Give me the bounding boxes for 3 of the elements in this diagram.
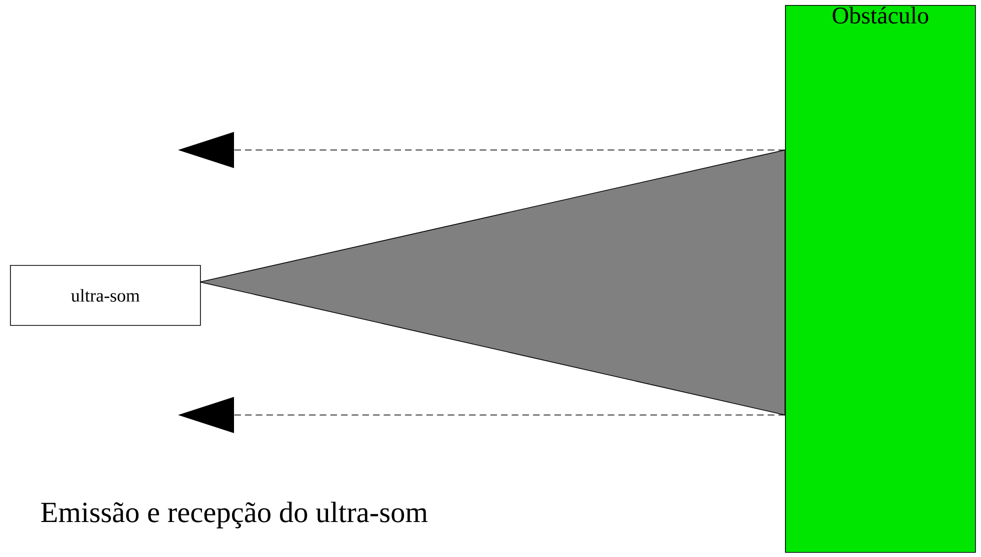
obstacle-box: Obstáculo — [785, 5, 976, 553]
sensor-box: ultra-som — [10, 265, 201, 326]
caption: Emissão e recepção do ultra-som — [41, 502, 428, 528]
